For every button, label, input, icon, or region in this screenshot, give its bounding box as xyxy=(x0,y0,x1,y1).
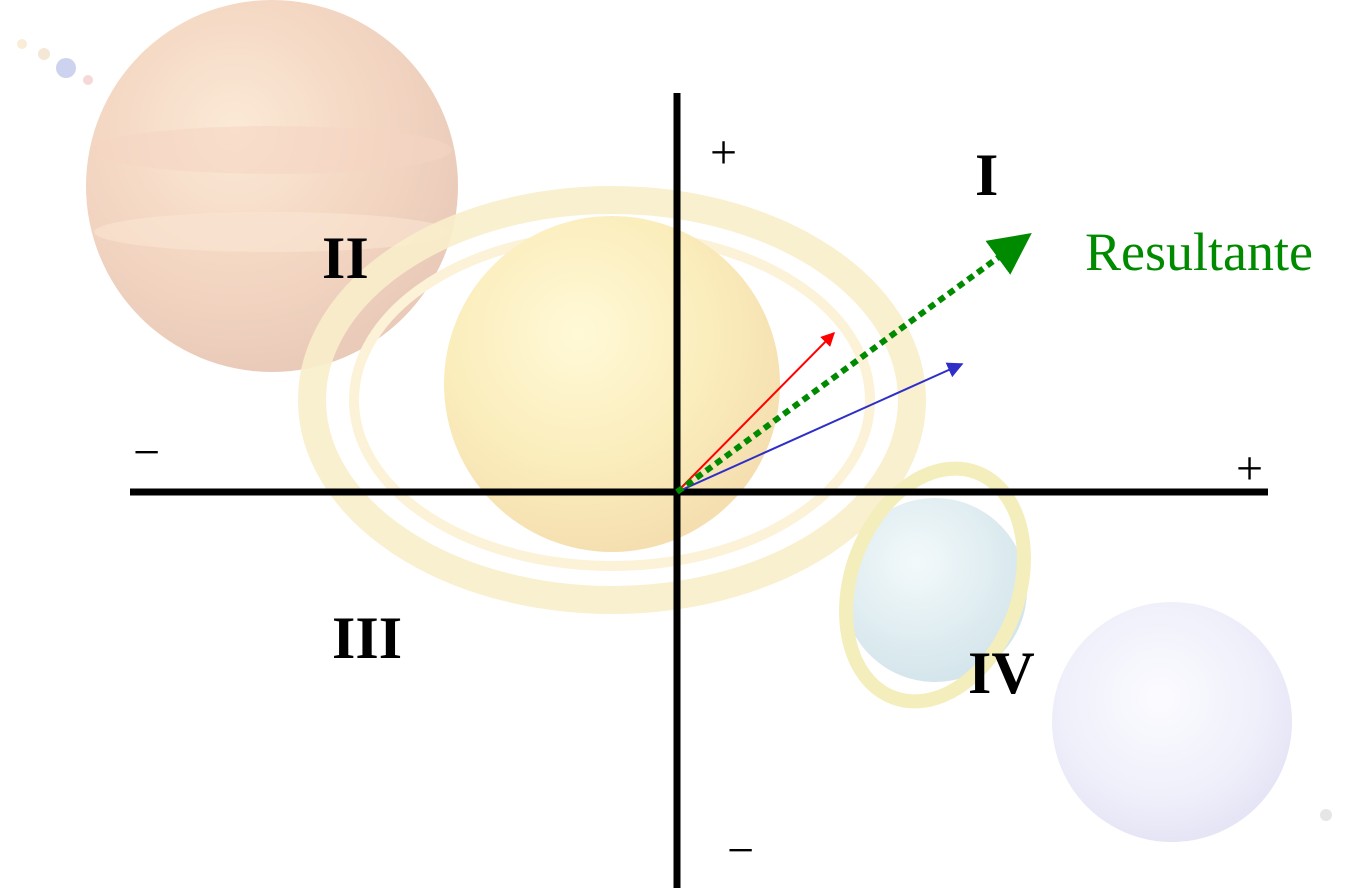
quadrant-4-label: IV xyxy=(968,640,1035,706)
planet-lavender-icon xyxy=(1052,602,1292,842)
planet-orange-icon xyxy=(86,0,458,372)
y-axis-negative-sign: − xyxy=(727,824,754,877)
y-axis-positive-sign: + xyxy=(710,126,737,179)
resultant-label: Resultante xyxy=(1085,222,1313,282)
small-dots-icon xyxy=(17,39,93,85)
x-axis-negative-sign: − xyxy=(133,426,160,479)
quadrant-2-label: II xyxy=(322,225,369,291)
background-planets xyxy=(17,0,1332,842)
planet-blue-ringed-icon xyxy=(839,461,1031,709)
vector-b-arrow xyxy=(676,362,964,493)
quadrant-1-label: I xyxy=(975,142,998,208)
x-axis-positive-sign: + xyxy=(1236,442,1263,495)
vector-a-arrow xyxy=(676,332,835,493)
quadrant-3-label: III xyxy=(332,605,402,671)
small-dot-icon xyxy=(1320,809,1332,821)
planet-yellow-ringed-icon xyxy=(298,186,926,614)
